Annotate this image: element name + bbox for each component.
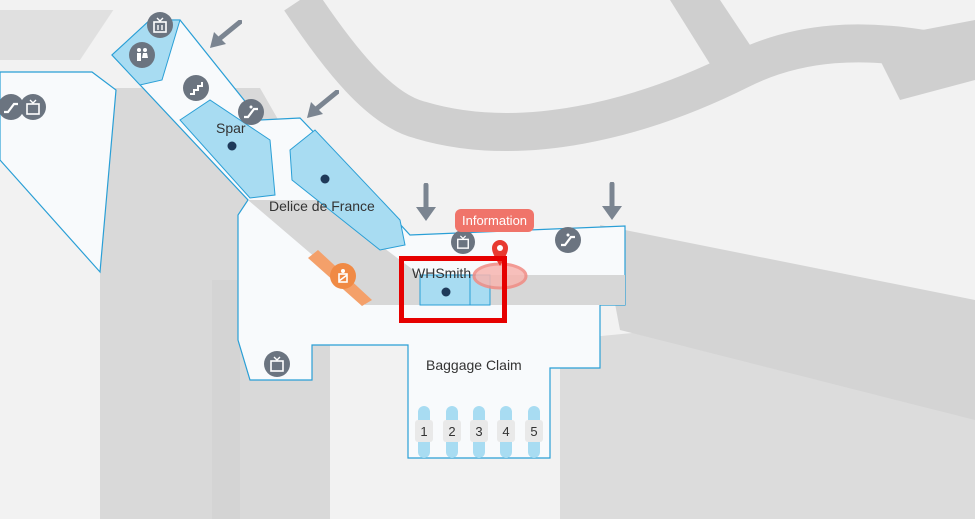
escalator-icon[interactable] [555,227,581,253]
location-pin-icon[interactable] [490,238,510,268]
down-arrow-icon [307,90,339,118]
elevator-icon[interactable] [264,351,290,377]
restroom-icon[interactable] [129,42,155,68]
selection-highlight [399,256,507,323]
shop-label-delice-de-france[interactable]: Delice de France [269,198,375,214]
baggage-belt-number: 5 [525,420,543,442]
elevator-icon[interactable] [147,12,173,38]
baggage-belt-number: 3 [470,420,488,442]
stairs-icon[interactable] [183,75,209,101]
elevator-icon[interactable] [20,94,46,120]
escalator-icon[interactable] [238,99,264,125]
shop-label-whsmith[interactable]: WHSmith [412,265,472,281]
down-arrow-icon [416,183,436,221]
baggage-belt-number: 4 [497,420,515,442]
shop-label-spar[interactable]: Spar [216,120,246,136]
area-label-baggage-claim: Baggage Claim [426,357,522,373]
down-arrow-icon [602,182,622,220]
information-popup[interactable]: Information [455,209,535,232]
baggage-belt-number: 2 [443,420,461,442]
seatbelt-icon[interactable] [330,263,356,289]
baggage-belt-number: 1 [415,420,433,442]
down-arrow-icon [210,20,242,48]
elevator-icon[interactable] [451,230,475,254]
